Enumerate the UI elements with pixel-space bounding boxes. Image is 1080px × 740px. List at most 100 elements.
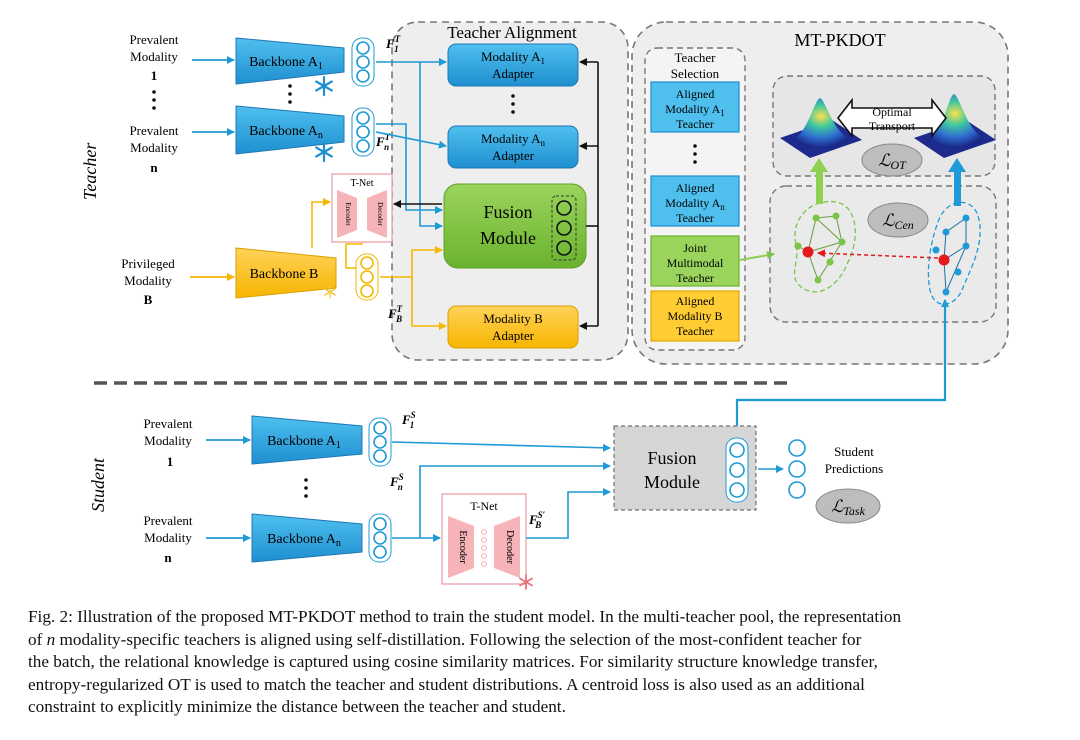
svg-text:Joint: Joint	[683, 241, 707, 255]
svg-text:Backbone An: Backbone An	[249, 124, 323, 141]
caption-line: the batch, the relational knowledge is c…	[28, 652, 878, 672]
teacher-relational-graph	[793, 200, 856, 293]
svg-text:Modality: Modality	[130, 140, 178, 155]
vertical-ellipsis	[288, 84, 292, 104]
svg-text:Modality A1: Modality A1	[481, 49, 545, 66]
svg-text:T-Net: T-Net	[470, 499, 498, 513]
frozen-snowflake-icon	[315, 141, 333, 163]
svg-text:Transport: Transport	[869, 119, 916, 133]
student-connections	[391, 299, 949, 542]
student-feature-label-b: FS′B	[528, 510, 546, 530]
student-fusion-module: Fusion Module	[613, 425, 757, 511]
feature-vector-an	[351, 107, 375, 157]
svg-text:Modality A1: Modality A1	[665, 102, 725, 118]
svg-text:Modality B: Modality B	[667, 309, 722, 323]
svg-text:Teacher: Teacher	[676, 324, 714, 338]
svg-text:Modality An: Modality An	[665, 196, 725, 212]
caption-line: constraint to explicitly minimize the di…	[28, 697, 566, 717]
feature-vector-a1	[351, 37, 375, 87]
student-side-label: Student	[88, 457, 108, 512]
caption-line: entropy-regularized OT is used to match …	[28, 674, 865, 694]
svg-text:1: 1	[167, 454, 174, 469]
vertical-ellipsis	[304, 478, 308, 498]
svg-text:Modality B: Modality B	[483, 311, 543, 326]
snowflake-icon	[324, 285, 336, 299]
teacher-selection-title-1: Teacher	[675, 50, 717, 65]
joint-multimodal-teacher: Joint Multimodal Teacher	[650, 235, 740, 287]
method-diagram: Teacher Alignment MT-PKDOT Teacher Selec…	[80, 21, 1009, 590]
teacher-selection-title-2: Selection	[671, 66, 720, 81]
student-distribution-plot	[914, 94, 996, 158]
svg-text:Encoder: Encoder	[344, 202, 352, 226]
vertical-ellipsis	[152, 90, 156, 110]
adapter-a1: Modality A1 Adapter	[447, 43, 579, 87]
caption-line: Fig. 2: Illustration of the proposed MT-…	[28, 607, 902, 626]
svg-text:Aligned: Aligned	[676, 87, 715, 101]
student-backbone-an: Backbone An	[251, 513, 363, 563]
svg-text:Modality: Modality	[144, 530, 192, 545]
svg-text:Teacher: Teacher	[676, 211, 714, 225]
snowflake-icon	[519, 574, 533, 590]
student-prevalent-an-label: Prevalent Modality n	[143, 513, 192, 565]
svg-text:Encoder: Encoder	[457, 530, 468, 564]
svg-text:Prevalent: Prevalent	[143, 416, 192, 431]
student-to-ot-arrow	[948, 158, 966, 206]
svg-text:Adapter: Adapter	[492, 328, 535, 343]
teacher-fusion-module: Fusion Module	[443, 183, 587, 269]
adapter-an: Modality An Adapter	[447, 125, 579, 169]
teacher-backbone-an: Backbone An	[235, 105, 345, 155]
teacher-prevalent-a1-label: Prevalent Modality 1	[129, 32, 178, 83]
caption-line: of n modality-specific teachers is align…	[28, 629, 862, 649]
student-backbone-a1: Backbone A1	[251, 415, 363, 465]
svg-text:Backbone A1: Backbone A1	[267, 434, 341, 451]
teacher-prevalent-an-label: Prevalent Modality n	[129, 123, 178, 175]
aligned-a1-teacher: Aligned Modality A1 Teacher	[650, 81, 740, 133]
teacher-alignment-title: Teacher Alignment	[447, 23, 577, 42]
svg-text:Backbone A1: Backbone A1	[249, 55, 323, 72]
svg-text:n: n	[150, 160, 158, 175]
teacher-tnet: T-Net Encoder Decoder	[331, 173, 393, 243]
svg-text:B: B	[144, 292, 153, 307]
loss-cen-badge: ℒCen	[867, 202, 929, 238]
svg-text:Decoder: Decoder	[376, 202, 384, 226]
teacher-privileged-b-label: Privileged Modality B	[121, 256, 175, 307]
svg-text:Privileged: Privileged	[121, 256, 175, 271]
teacher-backbone-b: Backbone B	[235, 247, 337, 299]
student-predictions-label-2: Predictions	[825, 461, 884, 476]
svg-text:Decoder: Decoder	[504, 530, 515, 565]
svg-text:Prevalent: Prevalent	[129, 32, 178, 47]
svg-text:Backbone An: Backbone An	[267, 532, 341, 549]
student-prediction-vector	[788, 439, 806, 499]
student-relational-graph	[927, 201, 981, 305]
svg-text:Optimal: Optimal	[872, 105, 912, 119]
teacher-connections	[311, 58, 599, 330]
svg-text:Aligned: Aligned	[676, 181, 715, 195]
student-prevalent-a1-label: Prevalent Modality 1	[143, 416, 192, 469]
feature-vector-b	[355, 253, 379, 301]
svg-text:Backbone B: Backbone B	[250, 267, 319, 282]
svg-text:Fusion: Fusion	[647, 448, 696, 468]
vertical-ellipsis	[693, 144, 697, 164]
figure-caption: Fig. 2: Illustration of the proposed MT-…	[28, 606, 1062, 719]
svg-text:Modality: Modality	[124, 273, 172, 288]
svg-text:Teacher: Teacher	[676, 117, 714, 131]
mtpkdot-title: MT-PKDOT	[794, 30, 885, 50]
student-tnet: T-Net Encoder Decoder	[441, 493, 527, 585]
svg-text:Multimodal: Multimodal	[667, 256, 724, 270]
svg-text:Fusion: Fusion	[483, 202, 532, 222]
aligned-an-teacher: Aligned Modality An Teacher	[650, 175, 740, 227]
student-predictions-label-1: Student	[834, 444, 874, 459]
loss-ot-badge: ℒOT	[861, 143, 923, 177]
teacher-to-ot-arrow	[810, 158, 828, 204]
svg-text:Teacher: Teacher	[676, 271, 714, 285]
svg-text:Prevalent: Prevalent	[129, 123, 178, 138]
svg-text:1: 1	[151, 68, 158, 83]
adapter-b: Modality B Adapter	[447, 305, 579, 349]
svg-text:Modality: Modality	[130, 49, 178, 64]
centroid-distance-arrow	[817, 249, 939, 259]
